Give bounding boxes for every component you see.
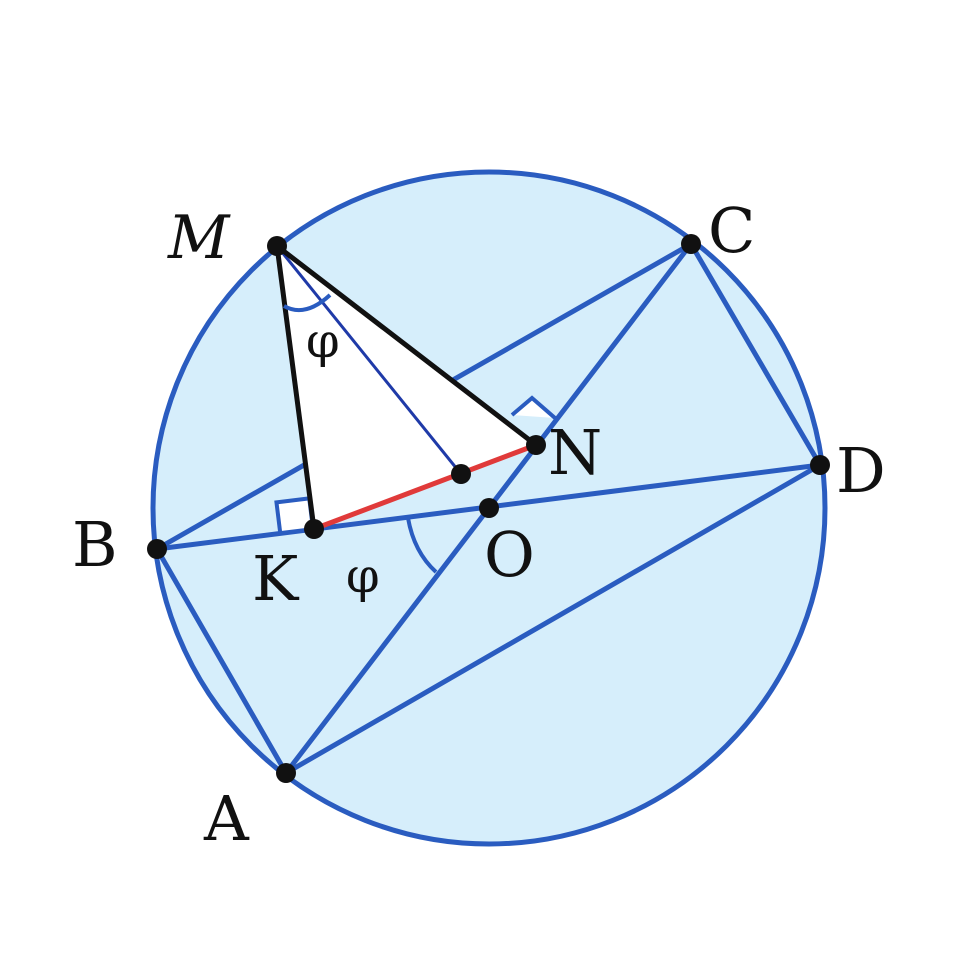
point-o (479, 498, 499, 518)
point-d (810, 455, 830, 475)
label-o: O (484, 518, 535, 591)
segment-kn (311, 442, 539, 532)
right-angle-marker-n (510, 395, 557, 420)
median-m-to-kn (275, 245, 463, 475)
segment-mk (274, 243, 317, 532)
label-b: B (72, 508, 118, 581)
side-cd (688, 241, 823, 468)
point-n (526, 435, 546, 455)
side-ab (154, 546, 289, 776)
label-n: N (548, 416, 602, 489)
label-d: D (836, 434, 886, 507)
label-a: A (203, 782, 250, 855)
point-m (267, 236, 287, 256)
point-k (304, 519, 324, 539)
label-k: K (252, 542, 300, 615)
label-phi-at-o: φ (346, 548, 380, 604)
angle-arc-at-m (283, 293, 332, 313)
point-b (147, 539, 167, 559)
label-c: C (708, 194, 755, 267)
label-m: M (167, 203, 231, 273)
point-c (681, 234, 701, 254)
segment-mn (274, 243, 539, 448)
points (147, 234, 830, 783)
point-midpoint-kn (451, 464, 471, 484)
angle-arc-at-o (406, 517, 438, 574)
side-da (283, 462, 823, 776)
point-a (276, 763, 296, 783)
label-phi-at-m: φ (306, 313, 340, 369)
triangle-mkn (277, 246, 536, 529)
